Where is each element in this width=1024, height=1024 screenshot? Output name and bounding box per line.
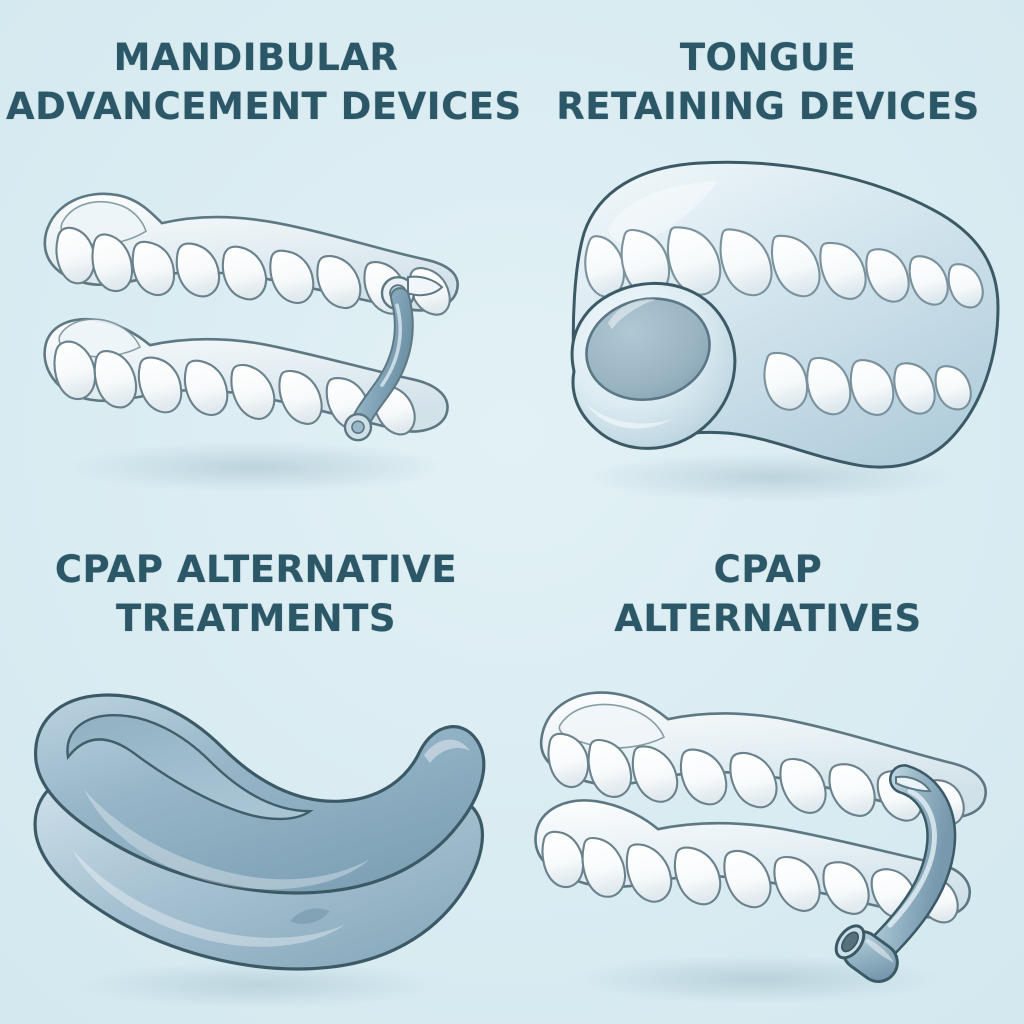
oral-appliance-mouthguard-illustration: [0, 644, 512, 1024]
mandibular-advancement-device-illustration: [0, 132, 512, 512]
panel-title-line-1: Tongue: [679, 36, 857, 79]
panel-title-line-1: Mandibular: [113, 36, 399, 79]
upper-teeth-row: [584, 225, 984, 309]
panel-title: Mandibular Advancement Devices: [0, 34, 522, 132]
panel-tongue-retaining-devices: Tongue Retaining Devices: [512, 0, 1024, 512]
panel-title-line-2: Alternatives: [614, 596, 922, 640]
panel-title-line-2: Retaining Devices: [556, 84, 980, 128]
tongue-retaining-device-illustration: [512, 132, 1024, 512]
panel-mandibular-advancement-devices: Mandibular Advancement Devices: [0, 0, 522, 512]
oral-appliance-with-airflow-tube-illustration: [512, 644, 1024, 1024]
upper-appliance-arch: [34, 693, 486, 895]
lower-dental-arch: [43, 317, 449, 435]
upper-dental-arch: [43, 192, 459, 316]
advancement-connector-rod: [343, 275, 444, 442]
airflow-tube: [834, 763, 957, 983]
upper-dental-arch: [539, 690, 987, 826]
panel-cpap-alternatives: CPAP Alternatives: [512, 512, 1024, 1024]
lower-teeth-row: [763, 351, 972, 416]
panel-title-line-1: CPAP: [713, 548, 823, 591]
panel-title-line-1: CPAP Alternative: [54, 548, 458, 591]
tongue-suction-bulb: [570, 281, 737, 450]
panel-title-line-2: Advancement Devices: [6, 84, 522, 128]
panel-title: Tongue Retaining Devices: [512, 34, 1024, 132]
panel-cpap-alternative-treatments: CPAP Alternative Treatments: [0, 512, 512, 1024]
panel-title-line-2: Treatments: [116, 596, 396, 640]
panel-title: CPAP Alternative Treatments: [0, 546, 512, 644]
panel-title: CPAP Alternatives: [512, 546, 1024, 644]
